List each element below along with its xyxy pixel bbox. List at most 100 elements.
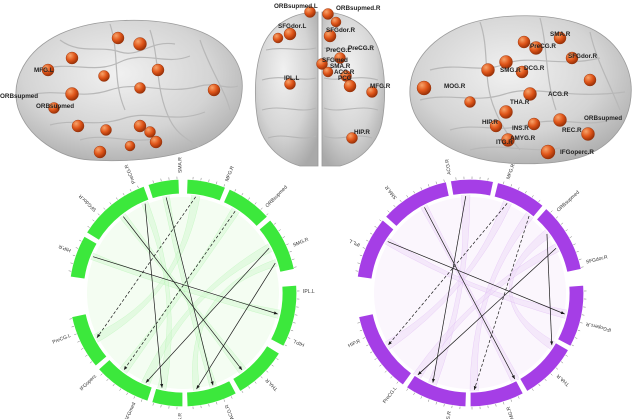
brain-node-16 — [149, 135, 163, 149]
brain-node-8 — [134, 82, 146, 94]
brain-node-36 — [499, 55, 513, 69]
chord-right-tick — [574, 337, 578, 339]
chord-right-link-4 — [546, 233, 553, 346]
brain-node-40 — [416, 80, 432, 96]
chord-right-tick — [370, 351, 373, 354]
brain-node-10 — [48, 102, 60, 114]
chord-right-tick — [413, 191, 415, 194]
chord-left-label-acg-r: ACG.R — [224, 403, 236, 419]
chord-right-tick — [510, 399, 512, 402]
chord-left-tick — [290, 329, 294, 332]
chord-left-label-hip-l: HIP.L — [292, 337, 305, 347]
brain-node-19 — [322, 8, 334, 20]
brain-node-17 — [124, 140, 136, 152]
brain-top-label-acg-r: ACG.R — [334, 69, 355, 76]
chord-left-tick — [112, 383, 115, 387]
chord-left-label-precg-r: PreCG.R — [124, 163, 138, 184]
chord-right-tick — [420, 187, 423, 190]
chord-left-tick — [129, 189, 132, 192]
brain-right-label-dcg-r: DCG.R — [524, 65, 545, 72]
chord-left-tick — [234, 189, 237, 192]
chord-left-arrowhead-5 — [273, 311, 278, 315]
chord-right-segment-1 — [356, 218, 396, 280]
chord-left-tick — [254, 381, 257, 384]
chord-left-arrowhead-6 — [96, 333, 101, 338]
brain-node-6 — [98, 70, 110, 82]
chord-left-tick — [74, 333, 77, 335]
chord-right-label-tha-r: THA.R — [555, 372, 570, 387]
chord-left-tick — [260, 376, 263, 379]
brain-node-42 — [499, 105, 513, 119]
brain-right-label-tha-r: THA.R — [510, 99, 530, 106]
brain-right-label-acg-r: ACG.R — [548, 91, 569, 98]
brain-right-label-smg-r: SMG.R — [500, 67, 521, 74]
chord-left-tick — [248, 197, 250, 200]
chord-left-arrowhead-8 — [160, 383, 164, 388]
chord-left-tick — [282, 236, 285, 238]
chord-right-tick — [531, 388, 534, 391]
chord-right-label-sfgdor-r: SFGdor.R — [585, 254, 608, 265]
brain-node-14 — [144, 126, 156, 138]
brain-node-46 — [581, 127, 595, 141]
brain-node-37 — [515, 65, 529, 79]
chord-left-label-sma-r: SMA.R — [177, 157, 183, 173]
brain-node-43 — [489, 119, 503, 133]
brain-right-label-ifgoperc-r: IFGoperc.R — [560, 149, 594, 156]
chord-right-arrowhead-5 — [560, 311, 565, 315]
chord-right-tick — [366, 344, 369, 347]
brain-top-label-precg-l: PreCG.L — [326, 47, 351, 54]
chord-right-tick — [578, 258, 582, 260]
brain-right-label-ins-r: INS.R — [512, 125, 529, 132]
brain-node-5 — [151, 63, 165, 77]
chord-right-tick — [366, 239, 369, 242]
chord-right-tick — [560, 222, 564, 225]
brain-node-32 — [553, 31, 567, 45]
brain-top-label-orbsupmed-l: ORBsupmed.L — [274, 3, 318, 10]
chord-right-label-ipl-l: IPL.L — [348, 237, 361, 247]
chord-left-tick — [216, 401, 218, 405]
chord-left-tick — [92, 219, 95, 222]
chord-right-tick — [374, 358, 377, 360]
brain-node-24 — [316, 58, 328, 70]
brain-top-label-mfg-r: MFG.R — [370, 83, 391, 90]
chord-right-tick — [435, 181, 437, 185]
chord-right-tick — [538, 383, 541, 387]
chord-right-tick — [435, 401, 437, 405]
chord-left-label-tha-r: THA.R — [264, 377, 279, 392]
chord-left-tick — [223, 399, 225, 402]
chord-left-arrowhead-2 — [238, 366, 243, 370]
chord-right-segment-8 — [469, 379, 525, 408]
chord-right-label-ins-r: INS.R — [445, 410, 453, 419]
chord-left-tick — [89, 361, 93, 364]
chord-right-segment-10 — [357, 312, 413, 387]
chord-right-segment-6 — [556, 284, 585, 348]
chord-left-segment-2 — [85, 185, 150, 242]
chord-left-tick — [208, 179, 210, 182]
chord-left-tick — [141, 399, 143, 402]
chord-right-tick — [555, 216, 559, 219]
chord-left-tick — [241, 390, 244, 393]
chord-left-link-6 — [96, 196, 196, 338]
chord-right-tick — [396, 381, 399, 384]
chord-right-tick — [576, 251, 579, 253]
chord-left-tick — [103, 207, 106, 210]
brain-right-label-itg-r: ITG.R — [496, 139, 513, 146]
brain-node-47 — [501, 133, 515, 147]
chord-left-segment-1 — [69, 235, 99, 280]
chord-right-arrowhead-3 — [388, 341, 392, 346]
brain-right-label-orbsupmed: ORBsupmed — [584, 115, 622, 122]
chord-left-tick — [286, 243, 289, 246]
chord-right-tick — [390, 376, 393, 379]
chord-left-label-ifgoperc: IFGoperc — [79, 373, 99, 392]
brain-node-39 — [583, 73, 597, 87]
chord-right-tick — [550, 373, 553, 376]
chord-left-tick — [81, 348, 84, 350]
chord-right-lines — [387, 196, 565, 391]
chord-left-tick — [266, 213, 269, 216]
brain-node-48 — [540, 144, 556, 160]
chord-left-label-smg-r: SMG.R — [292, 237, 310, 249]
chord-left-link-7 — [196, 262, 276, 390]
chord-right-tick — [428, 399, 430, 402]
